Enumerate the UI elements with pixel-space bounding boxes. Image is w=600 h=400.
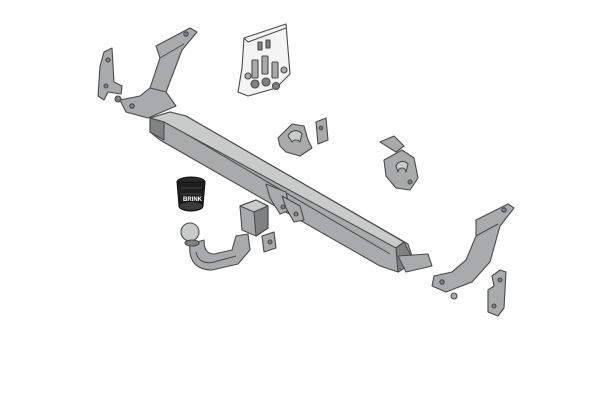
brand-label: BRINK bbox=[183, 197, 203, 203]
cross-beam bbox=[149, 111, 433, 273]
detachable-tow-ball bbox=[180, 199, 277, 271]
right-clamp-bracket bbox=[379, 135, 419, 191]
center-clamp-bracket bbox=[277, 117, 329, 157]
right-mounting-bracket bbox=[431, 203, 515, 300]
hardware-bag bbox=[237, 23, 291, 97]
left-mounting-bracket bbox=[119, 27, 198, 119]
left-side-plate bbox=[97, 47, 123, 103]
bolts-icon bbox=[244, 39, 288, 91]
right-side-plate bbox=[487, 269, 507, 317]
electrical-socket: BRINK bbox=[176, 176, 206, 212]
